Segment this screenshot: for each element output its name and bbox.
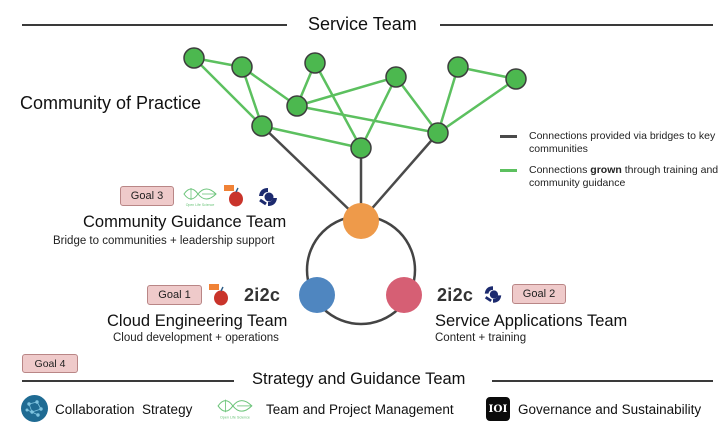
ioi-swirl-icon (259, 188, 277, 206)
goal-3-badge[interactable]: Goal 3 (120, 186, 174, 206)
community-node[interactable] (447, 56, 469, 78)
bridge-edge (360, 132, 439, 222)
ioi-icon: IOI (486, 397, 510, 421)
community-node[interactable] (251, 115, 273, 137)
team-project-management-label: Team and Project Management (266, 402, 454, 417)
community-node[interactable] (350, 137, 372, 159)
bridge-edge (261, 125, 362, 222)
community-edge (395, 76, 439, 134)
community-guidance-team-title: Community Guidance Team (83, 213, 287, 231)
community-edge (313, 62, 363, 149)
legend-line-dark (500, 135, 517, 138)
strategy-rule-left (22, 380, 234, 382)
header-rule-left (22, 24, 287, 26)
strategy-rule-right (492, 380, 713, 382)
community-of-practice-label: Community of Practice (20, 93, 202, 113)
legend-line-green (500, 169, 517, 172)
collaboration-strategy-label: Collaboration Strategy (55, 402, 193, 417)
open-life-science-icon: Open Life Science (217, 399, 253, 420)
cloud-engineering-team-node[interactable] (299, 277, 335, 313)
community-node[interactable] (304, 52, 326, 74)
community-node[interactable] (505, 68, 527, 90)
strategy-team-title: Strategy and Guidance Team (252, 370, 466, 388)
community-node[interactable] (385, 66, 407, 88)
community-guidance-team-node[interactable] (343, 203, 379, 239)
bridge-edges (261, 125, 439, 222)
community-guidance-team-subtitle: Bridge to communities + leadership suppo… (53, 235, 275, 247)
legend-bridges-text: Connections provided via bridges to key … (529, 130, 716, 155)
community-edge (437, 77, 517, 135)
goal-2-badge[interactable]: Goal 2 (512, 284, 566, 304)
governance-sustainability-label: Governance and Sustainability (518, 402, 702, 417)
goal-4-badge[interactable]: Goal 4 (22, 354, 78, 373)
service-team-title: Service Team (308, 14, 417, 34)
community-nodes (183, 47, 527, 159)
community-node[interactable] (231, 56, 253, 78)
svg-text:Open Life Science: Open Life Science (220, 416, 250, 420)
community-edge (436, 66, 460, 134)
community-node[interactable] (183, 47, 205, 69)
community-node[interactable] (286, 95, 308, 117)
cloud-engineering-team-title: Cloud Engineering Team (107, 312, 288, 330)
apple-icon (224, 185, 243, 207)
service-applications-team-node[interactable] (386, 277, 422, 313)
collaboration-globe-icon (21, 395, 48, 422)
community-edge (261, 124, 362, 150)
community-node[interactable] (427, 122, 449, 144)
community-edge (193, 57, 263, 127)
community-edge (359, 76, 398, 149)
community-edge (296, 104, 439, 135)
community-edge (296, 75, 397, 108)
service-applications-team-title: Service Applications Team (435, 312, 628, 330)
goal-1-badge[interactable]: Goal 1 (147, 285, 202, 305)
2i2c-logo: 2i2c (244, 285, 281, 305)
2i2c-logo: 2i2c (437, 285, 474, 305)
open-life-science-icon: Open Life Science (183, 188, 217, 207)
service-applications-team-subtitle: Content + training (435, 332, 527, 344)
svg-text:Open Life Science: Open Life Science (186, 203, 215, 207)
ioi-swirl-icon (484, 286, 502, 303)
apple-icon (209, 284, 228, 306)
cloud-engineering-team-subtitle: Cloud development + operations (113, 332, 279, 344)
header-rule-right (440, 24, 713, 26)
community-edge (241, 65, 298, 108)
legend-grown-text: Connections grown through training and c… (529, 164, 719, 189)
